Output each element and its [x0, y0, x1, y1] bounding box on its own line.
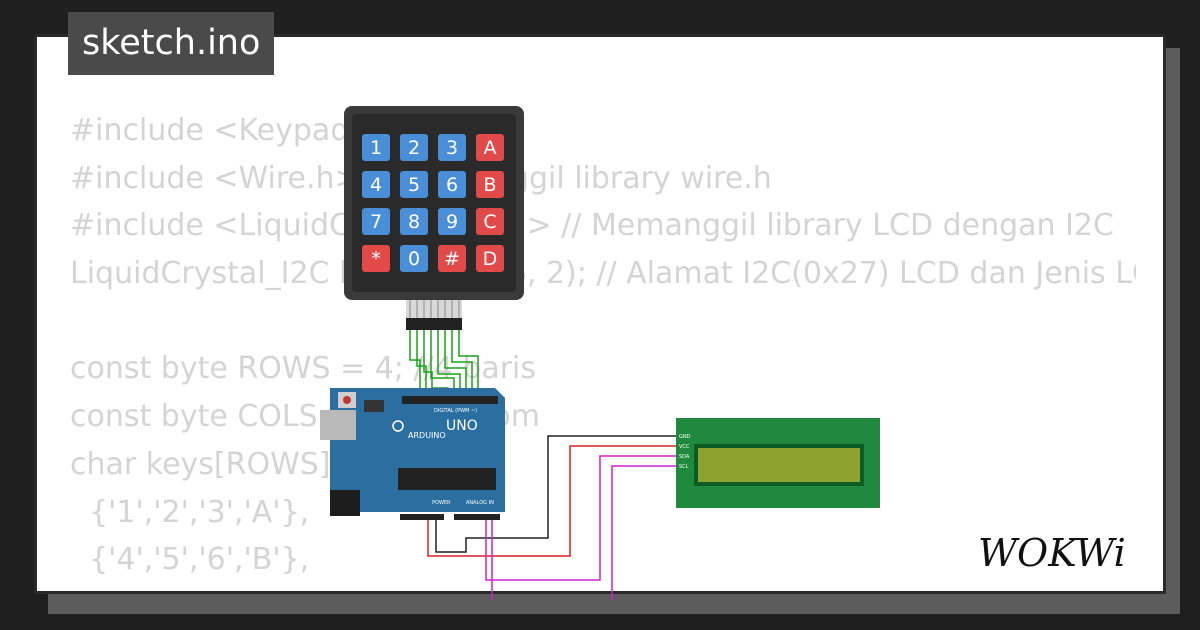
code-line: {'4','5','6','B'}, [70, 542, 310, 578]
lcd-pin-label: SDA [679, 454, 690, 460]
membrane-keypad[interactable]: 1 2 3 A 4 5 6 B 7 8 9 C * 0 # D [344, 106, 524, 330]
lcd-wires [427, 435, 676, 600]
keypad-key[interactable] [400, 245, 428, 272]
wokwi-logo: WOKWi [978, 531, 1126, 575]
keypad-key-label: 6 [446, 174, 458, 196]
power-jack [330, 490, 360, 516]
analog-header [454, 514, 500, 520]
keypad-key[interactable] [476, 208, 504, 235]
digital-label: DIGITAL (PWM ~) [434, 408, 477, 414]
wokwi-logo-text: WOKWi [978, 531, 1126, 575]
atmega-chip [398, 468, 496, 490]
keypad-key-label: 1 [370, 137, 382, 159]
lcd-pins: GND VCC SDA SCL [679, 434, 691, 470]
keypad-key[interactable] [476, 134, 504, 161]
keypad-key[interactable] [400, 208, 428, 235]
keypad-ribbon [406, 300, 462, 318]
lcd-screen [698, 448, 860, 482]
power-header [400, 514, 444, 520]
keypad-key-label: 8 [408, 211, 420, 233]
keypad-key[interactable] [362, 208, 390, 235]
keypad-key[interactable] [362, 171, 390, 198]
reset-button-cap [343, 396, 351, 404]
keypad-key[interactable] [438, 134, 466, 161]
arduino-label: ARDUINO [408, 431, 446, 440]
keypad-key-label: * [371, 248, 381, 270]
keypad-key-label: 5 [408, 174, 420, 196]
lcd-pin-label: VCC [679, 444, 690, 450]
lcd-pin-label: SCL [679, 464, 689, 470]
arduino-uno[interactable]: DIGITAL (PWM ~) UNO ARDUINO POWER ANALOG… [320, 388, 505, 520]
keypad-keys: 1 2 3 A 4 5 6 B 7 8 9 C * 0 # D [362, 134, 504, 272]
code-line: {'1','2','3','A'}, [70, 494, 310, 530]
keypad-key-label: B [483, 174, 496, 196]
keypad-connector [406, 318, 462, 330]
keypad-key[interactable] [476, 171, 504, 198]
icsp-header [364, 400, 384, 412]
keypad-key[interactable] [400, 134, 428, 161]
keypad-key[interactable] [438, 171, 466, 198]
arduino-logo-icon [392, 420, 404, 432]
keypad-key-label: 4 [370, 174, 382, 196]
analog-label: ANALOG IN [466, 500, 494, 506]
file-tab[interactable]: sketch.ino [68, 12, 275, 75]
keypad-key[interactable] [362, 134, 390, 161]
keypad-key-label: 2 [408, 137, 420, 159]
lcd-pin-label: GND [679, 434, 691, 440]
lcd-display[interactable]: GND VCC SDA SCL [676, 418, 880, 508]
code-line: const byte ROWS = 4; //4 baris [70, 351, 537, 387]
keypad-key[interactable] [400, 171, 428, 198]
uno-label: UNO [446, 418, 478, 434]
code-line: #include <LiquidCrystal_I2C.h> // Memang… [70, 208, 1114, 244]
keypad-key-label: 0 [408, 248, 420, 270]
keypad-key[interactable] [362, 245, 390, 272]
power-label: POWER [432, 500, 451, 506]
keypad-key-label: # [444, 248, 460, 270]
digital-header [402, 396, 498, 404]
keypad-key-label: D [483, 248, 498, 270]
keypad-key[interactable] [438, 245, 466, 272]
keypad-key-label: 9 [446, 211, 458, 233]
keypad-ribbon-lines [409, 300, 460, 318]
code-line: {'7','8','9','C'}, [70, 584, 1136, 591]
keypad-key-label: 7 [370, 211, 382, 233]
usb-port [320, 410, 356, 440]
keypad-key[interactable] [476, 245, 504, 272]
keypad-key-label: C [483, 211, 496, 233]
keypad-key-label: 3 [446, 137, 458, 159]
keypad-panel [352, 114, 516, 292]
keypad-key[interactable] [438, 208, 466, 235]
keypad-key-label: A [484, 137, 497, 159]
